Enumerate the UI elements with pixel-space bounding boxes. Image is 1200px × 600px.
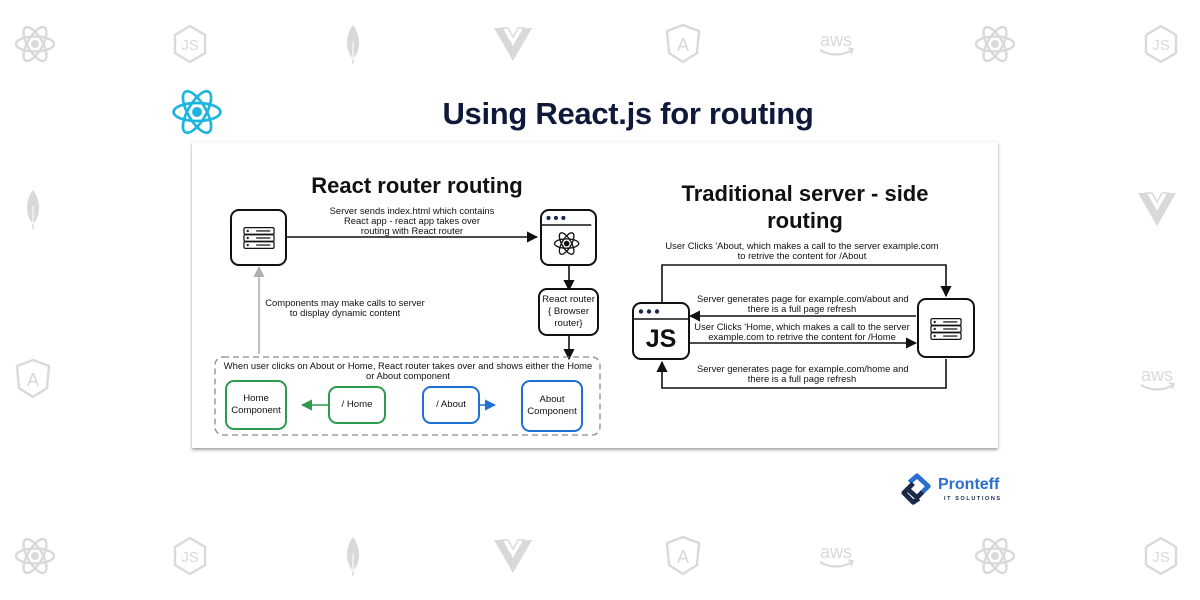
- routes-group-frame: [214, 356, 601, 436]
- routes-group-label: When user clicks on About or Home, React…: [218, 361, 598, 381]
- about-response-label: Server generates page for example.com/ab…: [697, 293, 909, 314]
- label-line: Components may make calls to server: [265, 297, 425, 308]
- label-line: { Browser: [547, 306, 590, 317]
- aws-icon: aws: [813, 21, 859, 67]
- home-response-label: Server generates page for example.com/ho…: [697, 363, 909, 384]
- home-component-node: [225, 380, 287, 430]
- home-response-arrow: [656, 359, 947, 389]
- react-logo-icon: [170, 86, 224, 138]
- about-request-arrow: [661, 264, 952, 314]
- pronteff-logo-icon: [901, 473, 931, 505]
- connectors: [214, 231, 952, 436]
- label-line: User Clicks 'Home, which makes a call to…: [694, 321, 910, 332]
- heading-line: routing: [767, 208, 843, 233]
- react-icon: [972, 21, 1018, 67]
- angular-icon: A: [660, 21, 706, 67]
- traditional-heading: Traditional server - side routing: [650, 180, 960, 234]
- label-line: routing with React router: [360, 225, 464, 236]
- nodejs-icon: JS: [167, 21, 213, 67]
- page-title: Using React.js for routing: [442, 96, 814, 131]
- svg-text:aws: aws: [1141, 365, 1173, 385]
- components-calls-label: Components may make calls to server to d…: [260, 298, 430, 318]
- label-line: to display dynamic content: [289, 307, 401, 318]
- mongodb-icon: [10, 186, 56, 232]
- aws-icon: aws: [1134, 356, 1180, 402]
- about-route-label: / About: [436, 399, 466, 410]
- server-icon: [243, 227, 275, 249]
- brand-name: Pronteff: [938, 476, 1000, 493]
- react-router-node: [538, 288, 599, 336]
- react-app-browser-node: [540, 209, 597, 266]
- label-line: User Clicks 'About, which makes a call t…: [665, 240, 939, 251]
- label-line: Server generates page for example.com/ho…: [697, 363, 909, 374]
- mongodb-icon: [330, 21, 376, 67]
- label-line: Server sends index.html which contains: [329, 205, 495, 216]
- vue-icon: [1134, 186, 1180, 232]
- label-line: When user clicks on About or Home, React…: [223, 360, 593, 371]
- nodejs-icon: JS: [1138, 21, 1184, 67]
- heading-line: Traditional server - side: [681, 181, 929, 206]
- js-label: JS: [645, 325, 677, 353]
- web-server-node: [230, 209, 287, 266]
- label-line: router}: [554, 318, 583, 329]
- about-component-label: About Component: [521, 380, 583, 432]
- about-request-label: User Clicks 'About, which makes a call t…: [632, 241, 972, 261]
- svg-text:JS: JS: [181, 549, 199, 566]
- react-router-heading: React router routing: [311, 173, 523, 198]
- svg-text:JS: JS: [181, 37, 199, 54]
- home-route-node: [328, 386, 386, 424]
- server-to-app-label: Server sends index.html which contains R…: [312, 206, 512, 236]
- nodejs-icon: JS: [167, 533, 213, 579]
- react-router-node-label: React router { Browser router}: [538, 288, 599, 336]
- svg-text:A: A: [677, 547, 689, 567]
- browser-window-icon: [634, 309, 688, 320]
- server-icon: [930, 318, 962, 340]
- label-line: Home: [243, 393, 269, 404]
- label-line: example.com to retrive the content for /…: [708, 331, 896, 342]
- svg-text:A: A: [27, 370, 39, 390]
- svg-text:JS: JS: [1152, 37, 1170, 54]
- about-route-node: [422, 386, 480, 424]
- label-line: there is a full page refresh: [747, 303, 857, 314]
- label-line: React router: [542, 294, 595, 305]
- label-line: About: [539, 394, 565, 405]
- react-icon: [12, 21, 58, 67]
- about-component-node: [521, 380, 583, 432]
- label-line: Component: [231, 405, 281, 416]
- label-line: or About component: [366, 370, 450, 381]
- traditional-server-node: [917, 298, 975, 358]
- vue-icon: [490, 533, 536, 579]
- mongodb-icon: [330, 533, 376, 579]
- react-icon: [972, 533, 1018, 579]
- label-line: React app - react app takes over: [343, 215, 480, 226]
- vue-icon: [490, 21, 536, 67]
- js-client-node: JS: [632, 302, 690, 360]
- angular-icon: A: [660, 533, 706, 579]
- label-line: there is a full page refresh: [747, 373, 857, 384]
- label-line: Server generates page for example.com/ab…: [697, 293, 909, 304]
- react-icon: [12, 533, 58, 579]
- brand-tagline: IT SOLUTIONS: [944, 496, 1002, 502]
- aws-icon: aws: [813, 533, 859, 579]
- svg-text:A: A: [677, 35, 689, 55]
- nodejs-icon: JS: [1138, 533, 1184, 579]
- angular-icon: A: [10, 356, 56, 402]
- label-line: Component: [527, 406, 577, 417]
- svg-text:aws: aws: [820, 542, 852, 562]
- svg-text:JS: JS: [1152, 549, 1170, 566]
- diagram-panel: React router routing Server sends index.…: [192, 142, 998, 448]
- home-component-label: Home Component: [225, 380, 287, 430]
- home-route-label: / Home: [341, 399, 373, 410]
- home-request-label: User Clicks 'Home, which makes a call to…: [692, 322, 912, 342]
- svg-text:aws: aws: [820, 30, 852, 50]
- browser-react-icon: [542, 215, 592, 255]
- pronteff-brand: Pronteff IT SOLUTIONS: [900, 472, 1020, 508]
- label-line: to retrive the content for /About: [737, 250, 867, 261]
